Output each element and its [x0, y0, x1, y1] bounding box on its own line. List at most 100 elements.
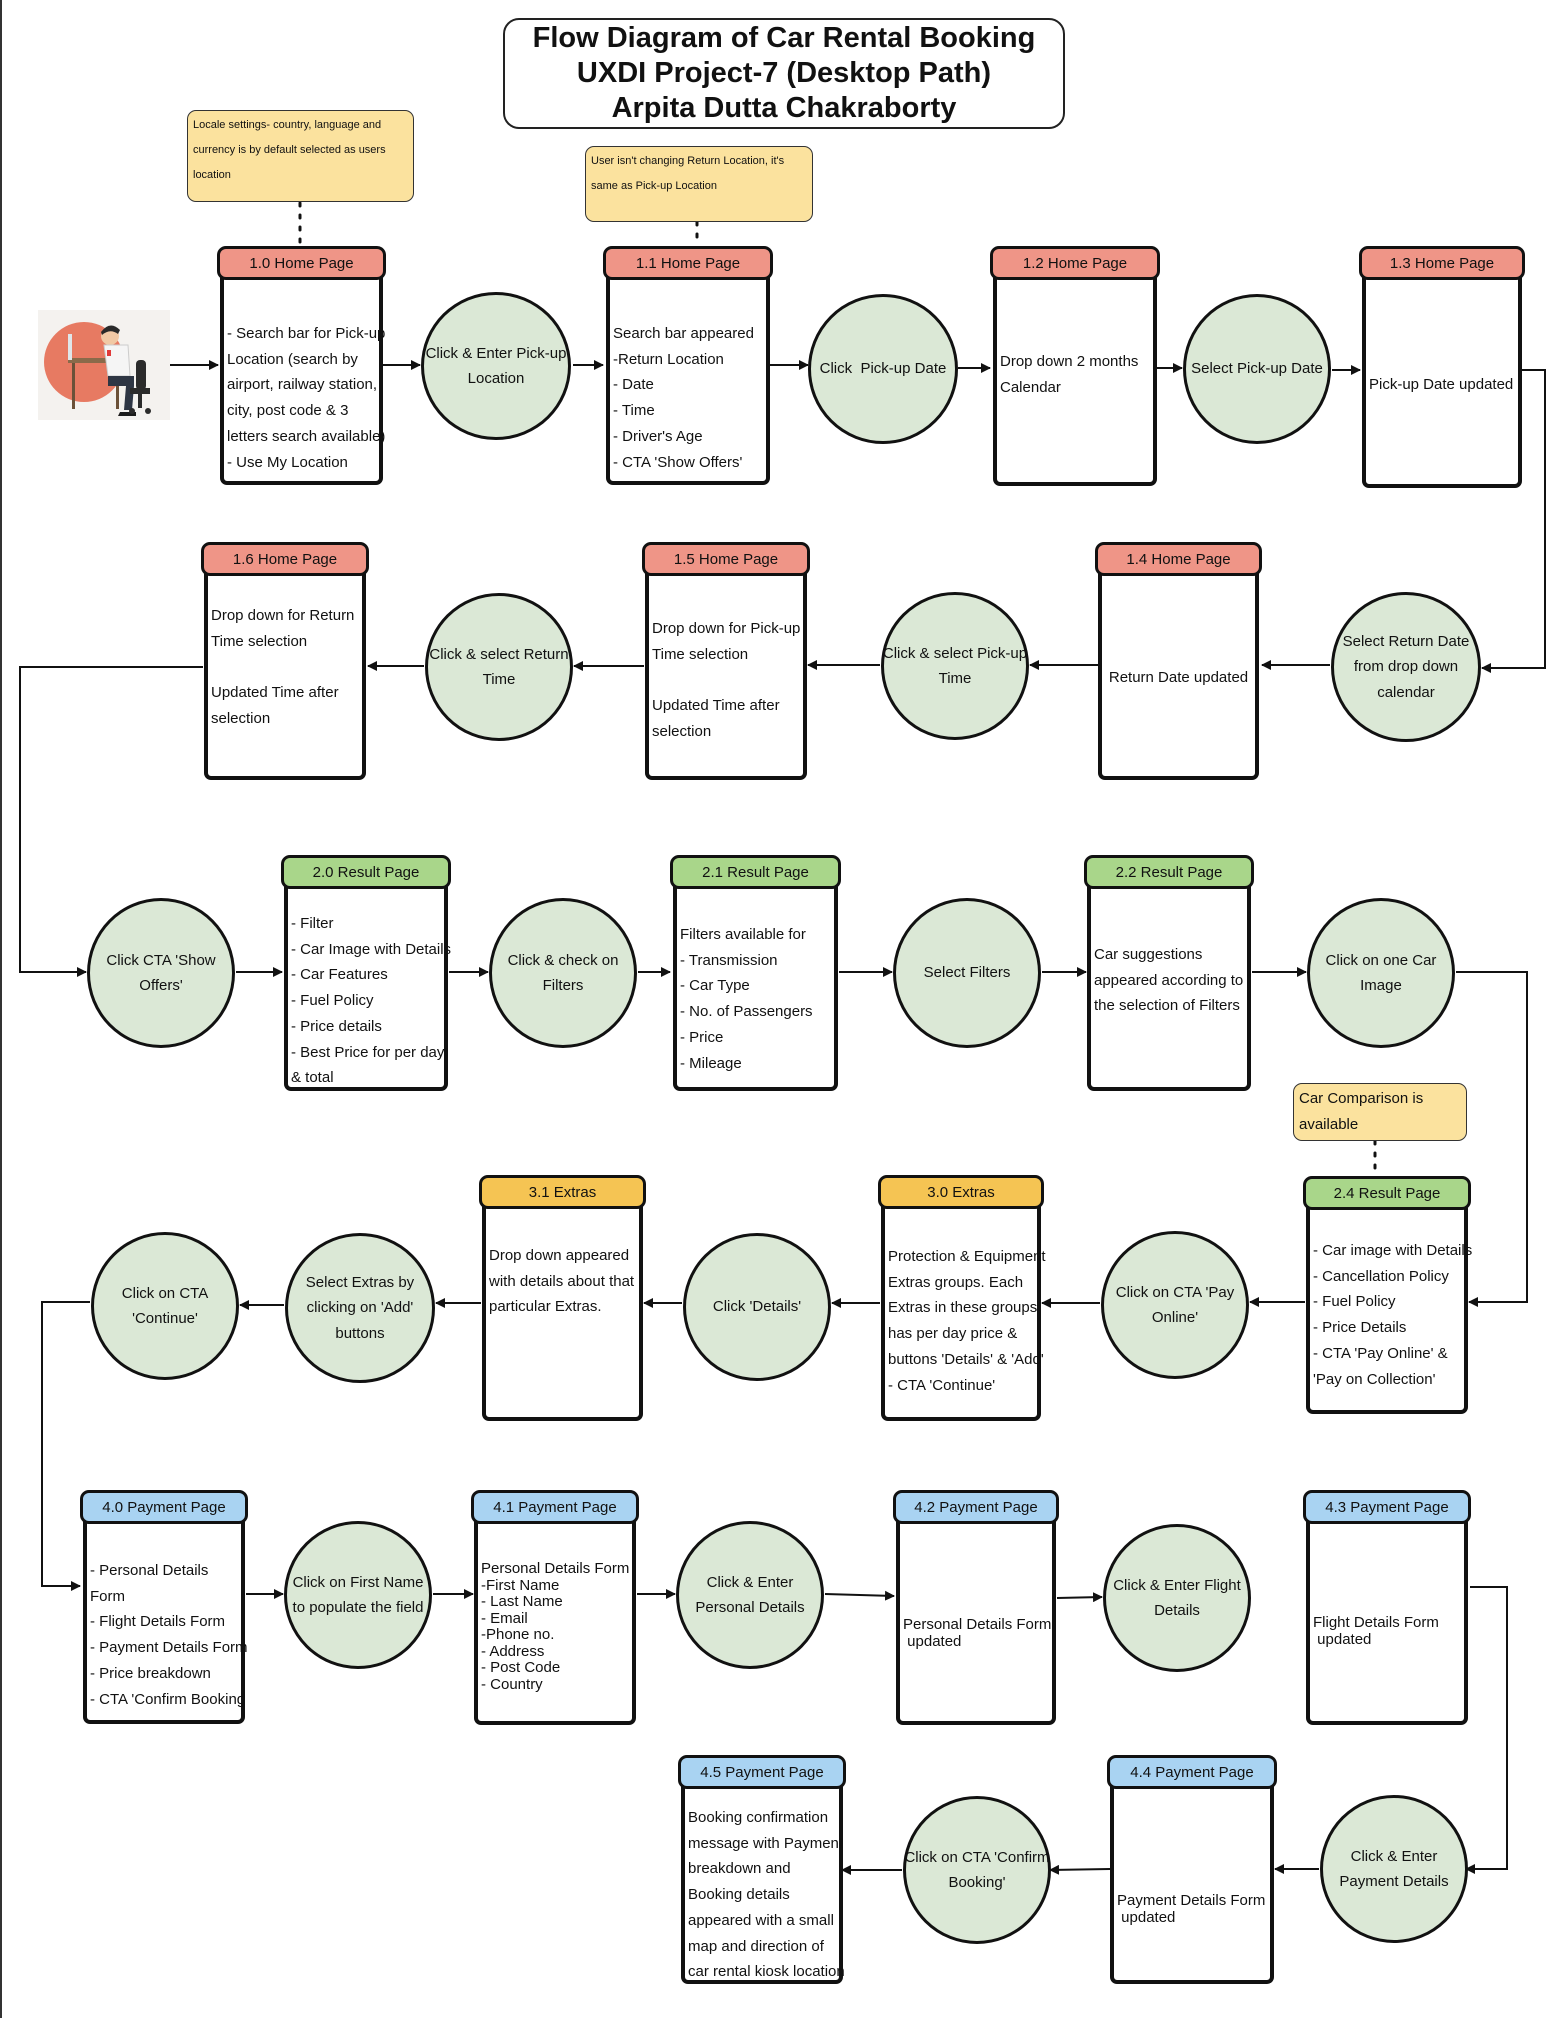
text-line: selection	[652, 722, 712, 740]
text-line: Calendar	[1000, 378, 1061, 396]
text-line: -First Name	[481, 1576, 560, 1594]
text-line: breakdown and	[688, 1860, 791, 1878]
action-click-continue: Click on CTA 'Continue'	[91, 1232, 239, 1380]
box-header: 1.6 Home Page	[201, 542, 369, 576]
text-line: - No. of Passengers	[680, 1003, 813, 1021]
text-line: Click on CTA 'Pay	[1115, 1283, 1235, 1301]
text-line: 'Continue'	[132, 1310, 198, 1327]
box-header: 4.3 Payment Page	[1303, 1490, 1471, 1524]
box-header: 4.0 Payment Page	[80, 1490, 248, 1524]
action-click-details: Click 'Details'	[683, 1233, 831, 1381]
text-line: Click Pick-up Date	[819, 360, 947, 378]
box-2-4-result-page: 2.4 Result Page - Car image with Details…	[1303, 1176, 1473, 1414]
box-2-1-result-page: 2.1 Result Page Filters available for- T…	[670, 855, 841, 1091]
user-person-icon	[38, 310, 170, 420]
box-2-0-result-page: 2.0 Result Page - Filter- Car Image with…	[281, 855, 451, 1091]
text-line: updated	[903, 1632, 962, 1650]
edge-4-3-to-c18	[1465, 1586, 1508, 1874]
text-line: the selection of Filters	[1094, 997, 1240, 1015]
text-line: - Fuel Policy	[1313, 1293, 1396, 1311]
text-line: - CTA 'Pay Online' &	[1313, 1344, 1448, 1362]
text-line: Click on CTA	[121, 1284, 209, 1302]
edge-c16-to-4-2	[824, 1590, 895, 1601]
box-header: 1.1 Home Page	[603, 246, 773, 280]
text-line: with details about that	[489, 1272, 635, 1290]
text-line: Updated Time after	[652, 697, 780, 715]
note-return-location: User isn't changing Return Location, it'…	[585, 146, 813, 222]
text-line: - Email	[481, 1609, 528, 1627]
box-body: Drop down appeared with details about tha…	[486, 1213, 639, 1417]
text-line: 'Pay on Collection'	[1313, 1370, 1436, 1388]
note-locale: Locale settings- country, language and c…	[187, 110, 414, 202]
text-line: Booking'	[948, 1874, 1006, 1891]
box-text-bottom: Updated Time after selection	[652, 693, 803, 744]
text-line: Drop down appeared	[489, 1247, 630, 1264]
box-body: Pick-up Date updated	[1366, 284, 1518, 484]
text-line: Personal Details Form	[481, 1560, 630, 1577]
text-line: updated	[1313, 1630, 1372, 1648]
text-line: Location	[467, 370, 525, 387]
text-line: buttons 'Details' & 'Add'	[888, 1350, 1044, 1368]
text-line: Pick-up Date updated	[1369, 376, 1514, 393]
text-line: Select Extras by	[305, 1273, 415, 1291]
box-1-1-home-page: 1.1 Home Page Search bar appeared -Return…	[603, 246, 773, 485]
text-line: Filters available for	[680, 926, 806, 943]
box-header: 3.0 Extras	[878, 1175, 1044, 1209]
text-line: Click & check on	[507, 951, 619, 969]
text-line: - Price	[680, 1028, 724, 1046]
box-body: Personal Details Form-First Name- Last N…	[478, 1528, 632, 1721]
note-car-comparison: Car Comparison is available	[1293, 1083, 1467, 1141]
box-body: Filters available for- Transmission- Car…	[677, 893, 834, 1087]
text-line: - Car image with Details	[1313, 1242, 1473, 1259]
text-line: Flight Details Form	[1313, 1614, 1439, 1631]
box-header: 2.1 Result Page	[670, 855, 841, 889]
text-line: - Price breakdown	[90, 1664, 211, 1682]
text-line: Personal Details Form	[903, 1616, 1052, 1633]
edge-1-6-to-c7	[19, 666, 203, 977]
text-line: Search bar appeared	[613, 325, 754, 342]
text-line: Click on First Name	[292, 1573, 424, 1591]
text-line: clicking on 'Add'	[306, 1299, 414, 1317]
text-line: - Time	[613, 402, 655, 420]
text-line: Click & select Pick-up	[882, 644, 1028, 662]
box-header: 1.2 Home Page	[990, 246, 1160, 280]
box-1-4-home-page: 1.4 Home Page Return Date updated	[1095, 542, 1262, 780]
text-line: Return Date updated	[1108, 669, 1249, 687]
box-body: Flight Details Form updated	[1310, 1528, 1464, 1721]
text-line: & total	[291, 1069, 334, 1087]
text-line: -Return Location	[613, 350, 724, 368]
title-line-3: Arpita Dutta Chakraborty	[611, 92, 957, 124]
box-header: 4.4 Payment Page	[1107, 1755, 1277, 1789]
box-header: 4.1 Payment Page	[471, 1490, 639, 1524]
text-line: Booking confirmation	[688, 1809, 829, 1826]
text-line: Form	[90, 1587, 125, 1605]
text-line: - Price details	[291, 1017, 382, 1035]
box-header: 4.5 Payment Page	[678, 1755, 846, 1789]
text-line: letters search available)	[227, 427, 386, 445]
box-body: Search bar appeared-Return Location- Dat…	[610, 284, 766, 481]
text-line: city, post code & 3	[227, 402, 349, 420]
text-line: Click on one Car	[1325, 951, 1437, 969]
text-line: Updated Time after	[211, 684, 339, 702]
box-1-3-home-page: 1.3 Home Page Pick-up Date updated	[1359, 246, 1525, 488]
